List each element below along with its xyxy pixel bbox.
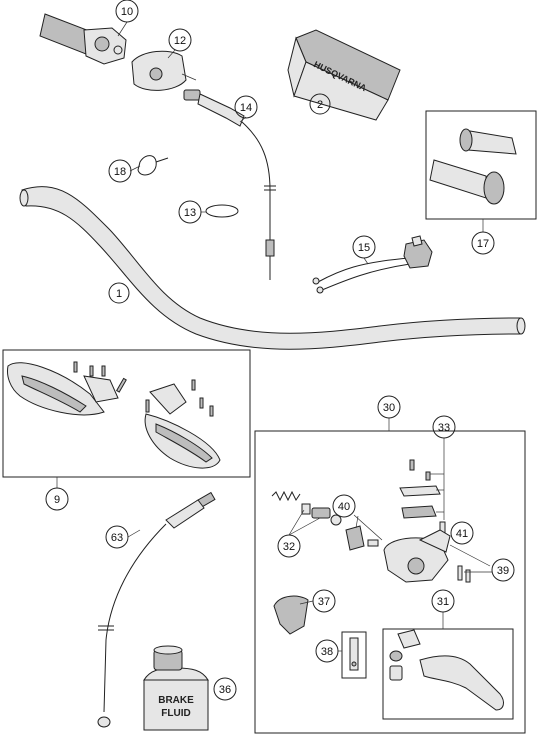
brake-lever: [389, 629, 504, 711]
callout-12: 12: [168, 28, 192, 52]
grip-set-frame: [425, 110, 537, 220]
bottle-label-line2: FLUID: [161, 708, 190, 719]
svg-text:12: 12: [174, 35, 186, 47]
svg-text:63: 63: [111, 532, 123, 544]
svg-text:14: 14: [240, 102, 252, 114]
callout-14: 14: [234, 95, 258, 119]
svg-text:41: 41: [456, 528, 468, 540]
callout-9: 9: [45, 487, 69, 511]
svg-text:18: 18: [114, 166, 126, 178]
piston-kit: [271, 490, 342, 526]
throttle-cable: [183, 89, 276, 280]
svg-text:40: 40: [338, 501, 350, 513]
callout-36: 36: [213, 677, 237, 701]
svg-text:31: 31: [437, 596, 449, 608]
callout-15: 15: [352, 235, 376, 259]
svg-text:17: 17: [477, 238, 489, 250]
boot: [345, 525, 379, 551]
cable-tie: [137, 155, 169, 176]
svg-text:33: 33: [438, 422, 450, 434]
bushings: [457, 565, 471, 583]
brake-fluid-bottle: BRAKE FLUID: [143, 645, 209, 731]
callout-30: 30: [377, 395, 401, 419]
reservoir-cover-kit: [399, 459, 441, 519]
svg-text:10: 10: [121, 6, 133, 18]
throttle-cover: [131, 50, 197, 91]
callout-40: 40: [332, 494, 356, 518]
handlebar: [19, 186, 526, 350]
callout-31: 31: [431, 589, 455, 613]
handlebar-pad: HUSQVARNA: [287, 29, 401, 121]
callout-39: 39: [491, 558, 515, 582]
callout-1: 1: [108, 282, 130, 304]
callout-18: 18: [108, 159, 132, 183]
o-ring: [205, 204, 239, 218]
grip-set: [429, 128, 517, 205]
master-cylinder: [383, 529, 451, 583]
svg-text:1: 1: [116, 288, 122, 300]
callout-37: 37: [312, 589, 336, 613]
svg-text:2: 2: [317, 99, 323, 111]
callout-17: 17: [471, 231, 495, 255]
handlebar-switch: [312, 235, 433, 294]
callout-32: 32: [277, 534, 301, 558]
svg-text:13: 13: [184, 207, 196, 219]
svg-text:37: 37: [318, 596, 330, 608]
callout-13: 13: [178, 200, 202, 224]
brake-assembly-frame: [254, 430, 526, 734]
clamp: [273, 595, 309, 635]
callout-41: 41: [450, 521, 474, 545]
bottle-label-line1: BRAKE: [158, 695, 194, 706]
svg-text:39: 39: [497, 565, 509, 577]
callout-2: 2: [309, 93, 331, 115]
svg-text:30: 30: [383, 402, 395, 414]
handguard-frame: [2, 349, 251, 478]
brake-line: [97, 491, 216, 728]
svg-text:38: 38: [321, 646, 333, 658]
svg-text:15: 15: [358, 242, 370, 254]
leader-lines: [56, 21, 492, 652]
callout-10: 10: [115, 0, 139, 23]
callout-38: 38: [315, 639, 339, 663]
svg-text:9: 9: [54, 494, 60, 506]
lever-pivot: [341, 631, 367, 679]
callout-63: 63: [105, 525, 129, 549]
handguards: [7, 361, 221, 469]
throttle-grip-assembly: [39, 13, 127, 65]
callout-33: 33: [432, 415, 456, 439]
lever-frame: [382, 628, 514, 720]
svg-text:32: 32: [283, 541, 295, 553]
svg-text:36: 36: [219, 684, 231, 696]
